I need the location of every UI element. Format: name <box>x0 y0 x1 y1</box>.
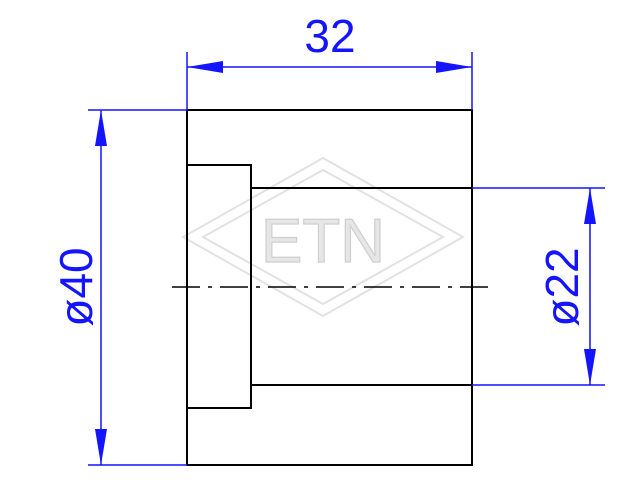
length-arrow-left <box>187 61 223 73</box>
watermark-text: ETN <box>261 207 385 276</box>
inner-arrow-bottom <box>584 349 596 385</box>
inner-diameter-label: ø22 <box>536 247 588 326</box>
watermark-diamond-inner <box>200 168 446 306</box>
watermark-diamond-outer <box>180 156 466 318</box>
part-outline <box>172 109 488 466</box>
watermark-logo: ETN <box>180 156 466 318</box>
dimension-lines <box>88 52 605 466</box>
inner-arrow-top <box>584 188 596 224</box>
outer-arrow-bottom <box>95 429 107 465</box>
outer-arrow-top <box>95 110 107 146</box>
length-dimension-label: 32 <box>304 10 355 62</box>
outer-diameter-label: ø40 <box>50 247 102 326</box>
length-arrow-right <box>436 61 472 73</box>
